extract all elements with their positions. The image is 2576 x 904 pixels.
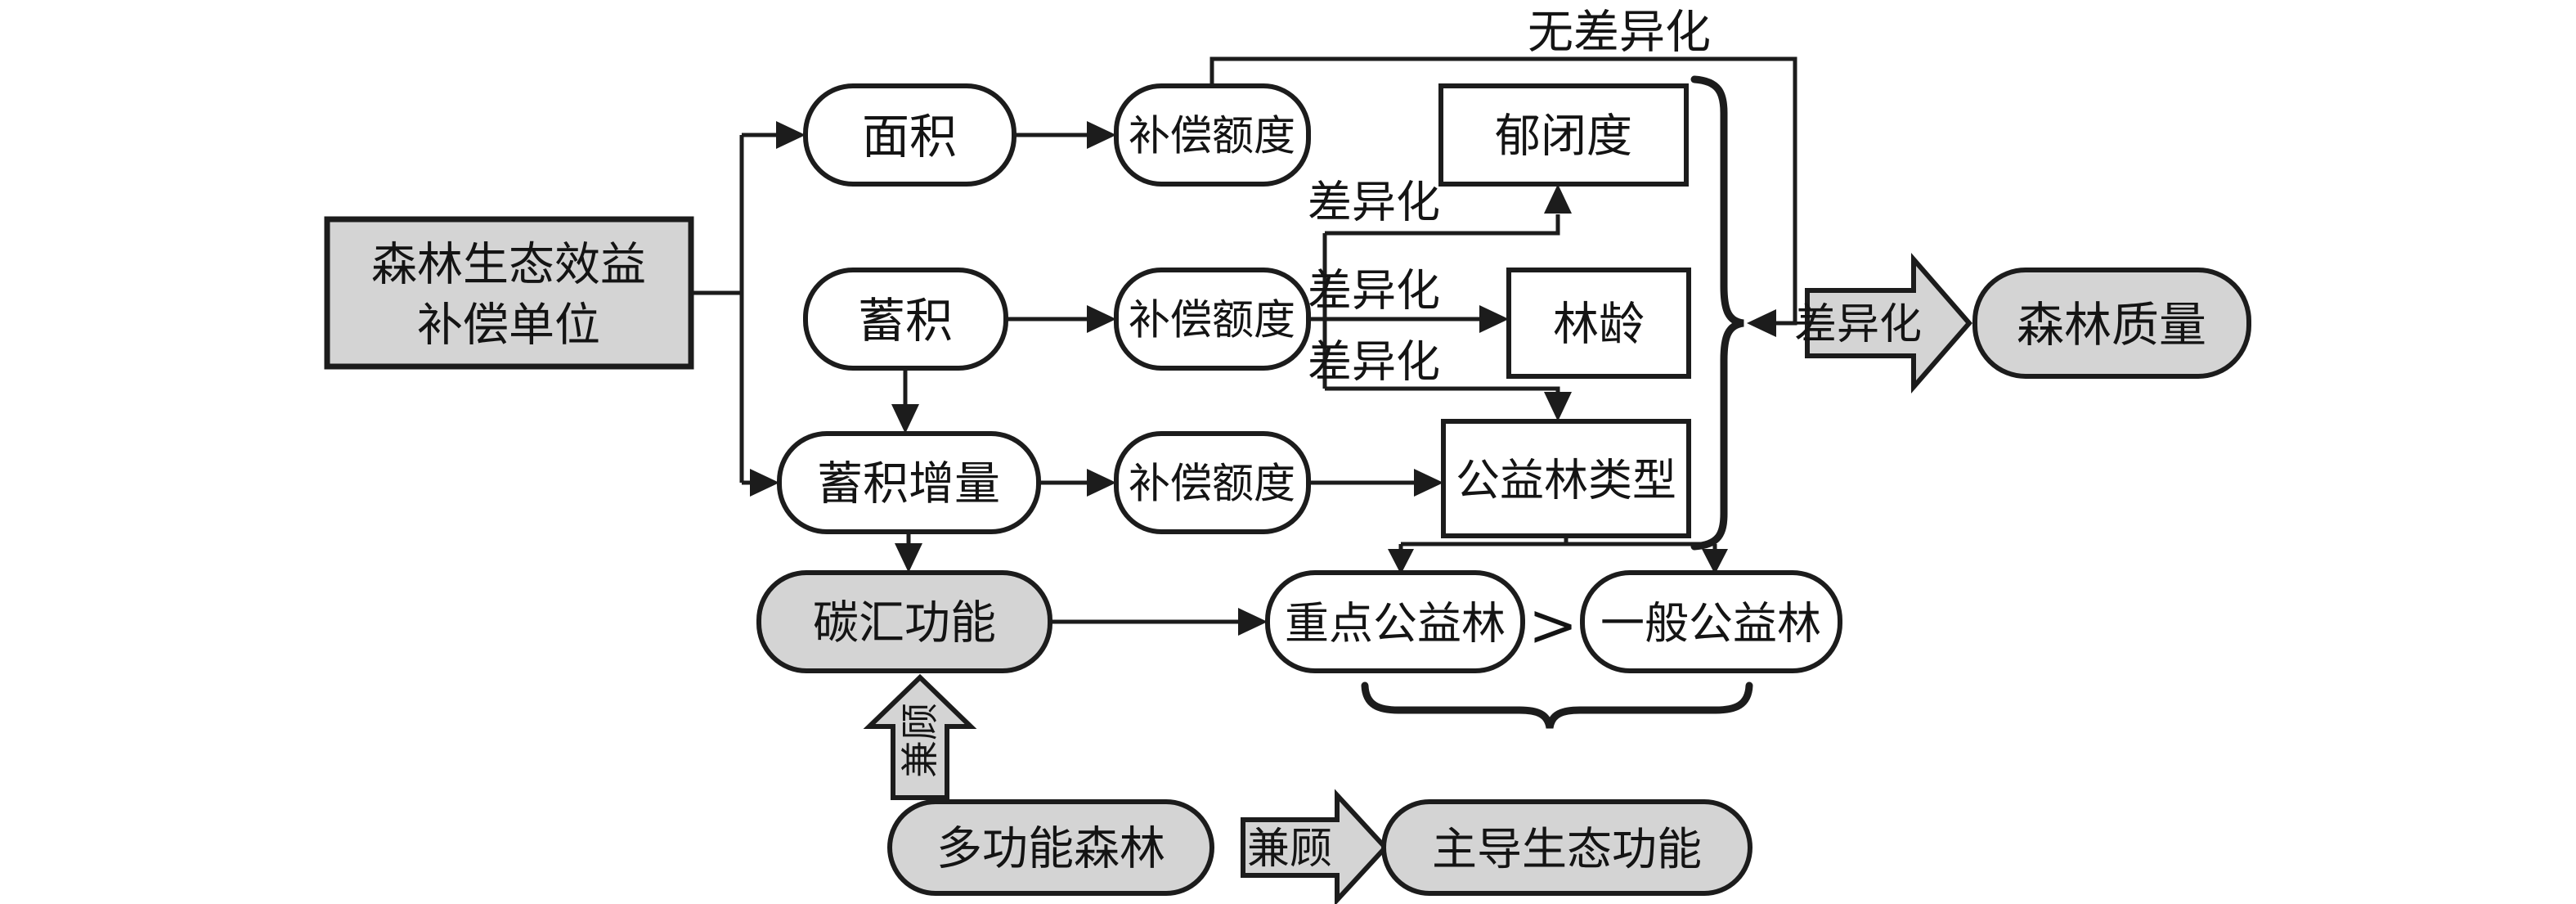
node-comp-area: 补偿额度 — [1114, 83, 1311, 187]
area-shape — [803, 83, 1016, 187]
node-stock-increment: 蓄积增量 — [777, 431, 1041, 534]
label-balance-up: 兼顾 — [898, 703, 942, 778]
label-balance-right: 兼顾 — [1247, 825, 1332, 874]
dominant-function-label: 主导生态功能 — [1432, 823, 1702, 875]
comp-increment-label: 补偿额度 — [1129, 461, 1295, 509]
stock-label: 蓄积 — [858, 293, 953, 349]
stock-increment-label: 蓄积增量 — [817, 458, 1000, 511]
key-forest-label: 重点公益林 — [1285, 598, 1506, 650]
comp-area-shape — [1114, 83, 1311, 187]
comp-stock-label: 补偿额度 — [1129, 297, 1295, 345]
node-forest-type: 公益林类型 — [1441, 419, 1691, 538]
node-canopy: 郁闭度 — [1438, 83, 1689, 187]
node-forest-age: 林龄 — [1506, 268, 1691, 379]
arrowhead-no-diff-to-brace — [1747, 309, 1776, 337]
unit-box-label-line2: 补偿单位 — [417, 299, 600, 353]
carbon-sink-label: 碳汇功能 — [813, 597, 996, 650]
label-differentiation-canopy: 差异化 — [1308, 177, 1440, 228]
arrowhead-area-comp — [1087, 121, 1116, 149]
canopy-label: 郁闭度 — [1495, 110, 1632, 164]
edge-branch-to-forest-type — [1325, 386, 1560, 393]
edge-forest-type-split — [1398, 536, 1717, 550]
stock-shape — [803, 268, 1008, 371]
arrowhead-to-forest-age — [1479, 305, 1509, 333]
general-forest-label: 一般公益林 — [1600, 598, 1821, 650]
forest-type-label: 公益林类型 — [1456, 455, 1676, 506]
brace-right-group — [1690, 75, 1744, 551]
comp-increment-shape — [1114, 431, 1311, 534]
dominant-function-shape — [1381, 799, 1752, 896]
balance-up-block-arrow — [863, 673, 977, 800]
stock-increment-shape — [777, 431, 1041, 534]
node-comp-stock: 补偿额度 — [1114, 268, 1311, 371]
node-area: 面积 — [803, 83, 1016, 187]
differentiation-block-arrow — [1805, 252, 1972, 394]
arrowhead-comp-forest-type — [1414, 469, 1443, 497]
comp-stock-shape — [1114, 268, 1311, 371]
arrowhead-carbon-key — [1238, 608, 1268, 636]
node-carbon-sink: 碳汇功能 — [756, 570, 1052, 673]
node-key-forest: 重点公益林 — [1265, 570, 1525, 673]
node-stock: 蓄积 — [803, 268, 1008, 371]
arrowhead-to-carbon — [895, 543, 922, 573]
area-label: 面积 — [862, 109, 957, 164]
balance-right-block-arrow — [1241, 789, 1389, 904]
arrowhead-to-canopy — [1544, 184, 1572, 214]
arrowhead-branch-forest-type — [1544, 392, 1572, 421]
carbon-sink-shape — [756, 570, 1052, 673]
node-general-forest: 一般公益林 — [1580, 570, 1842, 673]
label-no-differentiation: 无差异化 — [1528, 7, 1711, 60]
edge-branch-to-canopy — [1325, 214, 1560, 236]
forest-age-shape — [1506, 268, 1691, 379]
brace-bottom-group — [1361, 681, 1753, 729]
label-differentiation-age: 差异化 — [1308, 265, 1440, 317]
unit-box-shape — [324, 216, 694, 370]
arrowhead-to-increment — [750, 469, 779, 497]
edges — [691, 56, 1797, 636]
node-multifunction-forest: 多功能森林 — [887, 799, 1214, 896]
arrowhead-to-general-forest — [1702, 549, 1728, 574]
forest-age-label: 林龄 — [1553, 299, 1645, 352]
node-dominant-function: 主导生态功能 — [1381, 799, 1752, 896]
label-differentiation-type: 差异化 — [1308, 336, 1440, 388]
arrowhead-to-area — [776, 121, 806, 149]
forest-type-shape — [1441, 419, 1691, 538]
node-comp-increment: 补偿额度 — [1114, 431, 1311, 534]
label-differentiation-main: 差异化 — [1794, 300, 1922, 349]
greater-than-sign: > — [1528, 591, 1577, 659]
node-unit-box: 森林生态效益 补偿单位 — [324, 216, 694, 370]
arrowhead-stock-increment — [891, 404, 919, 434]
node-forest-quality: 森林质量 — [1972, 268, 2251, 379]
unit-box-label-line1: 森林生态效益 — [371, 239, 646, 292]
canopy-shape — [1438, 83, 1689, 187]
multifunction-forest-label: 多功能森林 — [936, 823, 1165, 876]
edge-no-differentiation — [1209, 56, 1797, 326]
arrowhead-to-key-forest — [1388, 549, 1414, 574]
multifunction-forest-shape — [887, 799, 1214, 896]
arrowhead-stock-comp — [1087, 305, 1116, 333]
comp-area-label: 补偿额度 — [1129, 113, 1295, 161]
forest-quality-label: 森林质量 — [2017, 297, 2206, 353]
forest-quality-shape — [1972, 268, 2251, 379]
general-forest-shape — [1580, 570, 1842, 673]
key-forest-shape — [1265, 570, 1525, 673]
arrowhead-increment-comp — [1087, 469, 1116, 497]
